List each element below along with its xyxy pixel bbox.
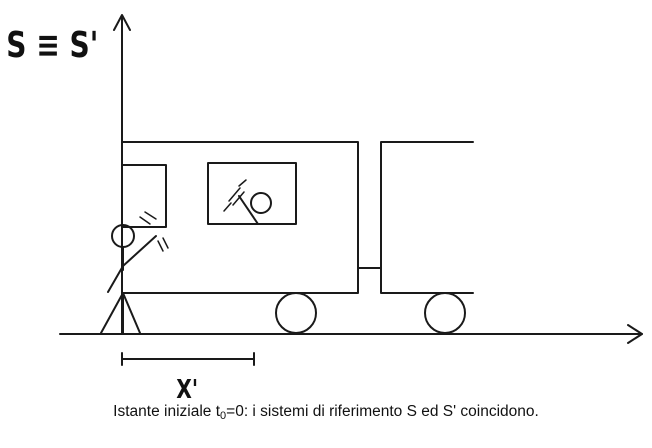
wagon-front — [121, 141, 359, 334]
passenger-head — [250, 192, 272, 214]
horizontal-axis — [59, 324, 643, 344]
caption-suffix: =0: i sistemi di riferimento S ed S' coi… — [226, 403, 539, 420]
wagon-window — [207, 162, 297, 225]
figure-caption: Istante iniziale t0=0: i sistemi di rife… — [0, 403, 652, 422]
wheel-front — [275, 292, 317, 334]
wagon-rear — [380, 141, 474, 334]
distance-marker — [121, 352, 255, 366]
caption-subscript: 0 — [220, 410, 227, 422]
caption-prefix: Istante iniziale t — [113, 403, 221, 420]
frames-title: S ≡ S' — [6, 24, 98, 66]
wheel-rear — [424, 292, 466, 334]
distance-label: X' — [176, 375, 198, 405]
ground-observer — [100, 211, 169, 334]
